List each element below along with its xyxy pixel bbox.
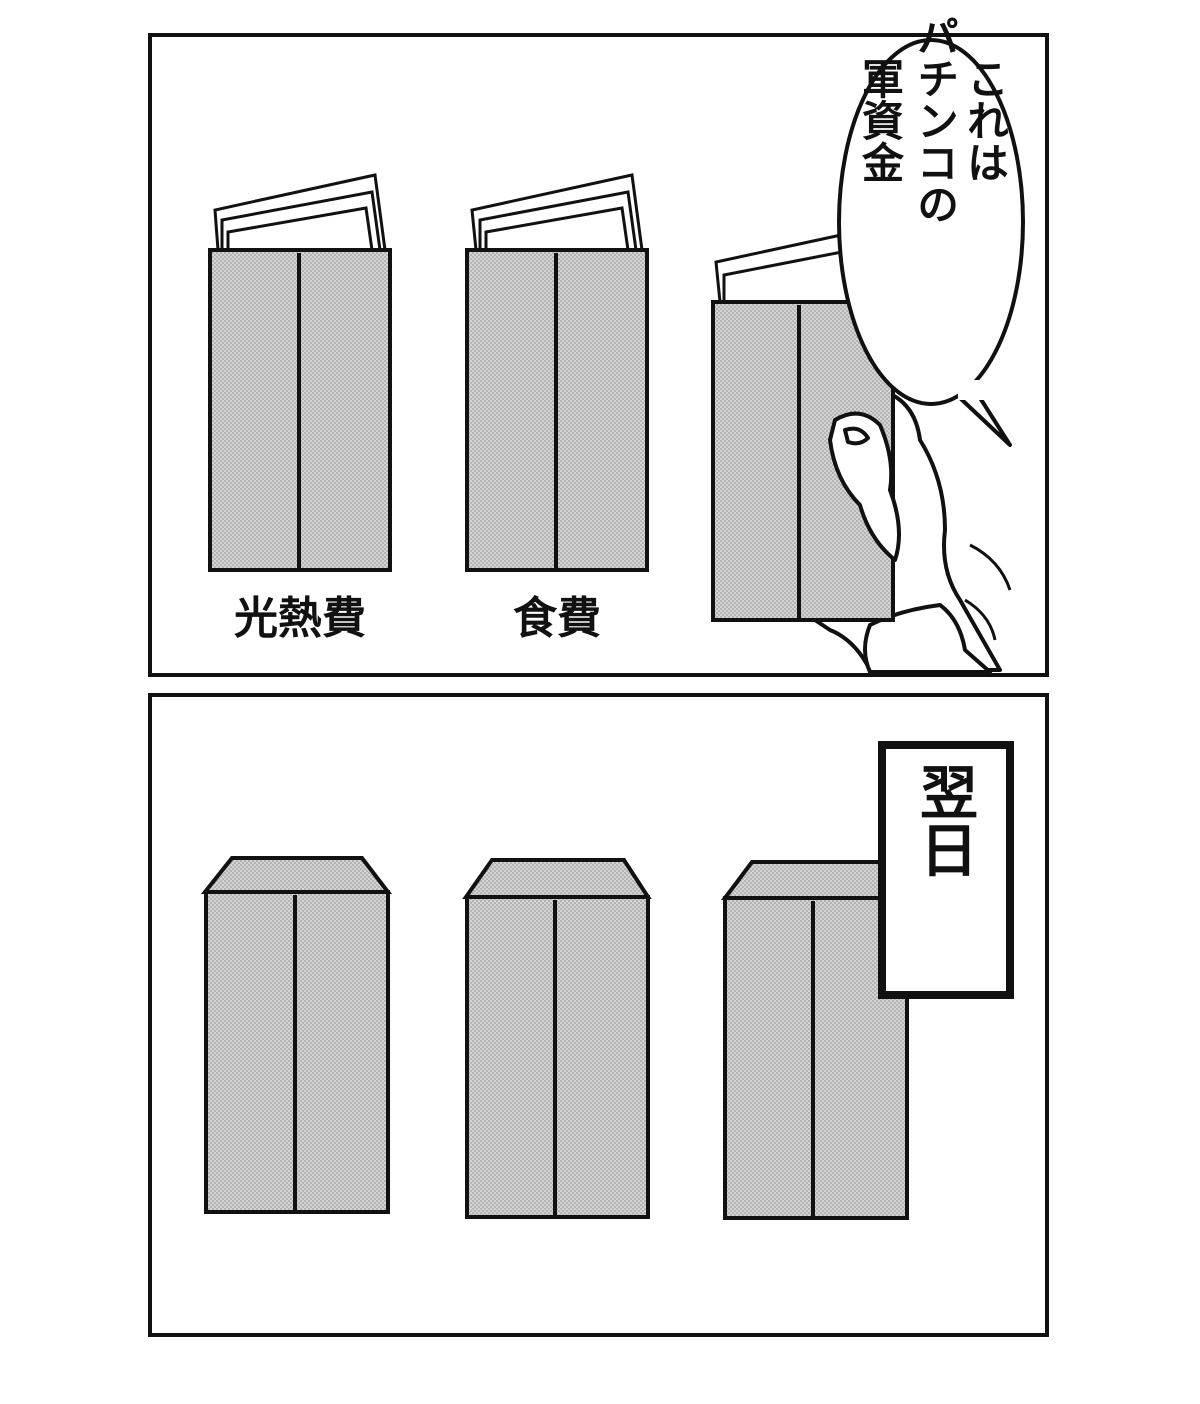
caption-text: 翌日 <box>910 762 978 878</box>
empty-envelope-1 <box>200 856 393 1214</box>
motion-lines <box>964 543 1012 641</box>
panel-1: 光熱費 食費 これは パチンコの 軍資金 <box>148 15 1049 677</box>
panel-2: 翌日 <box>148 693 1049 1337</box>
thumb <box>828 411 901 562</box>
empty-envelope-3 <box>721 860 909 1220</box>
caption-box: 翌日 <box>878 741 1014 999</box>
hand-icon <box>813 388 1002 674</box>
speech-text-column-2: パチンコの <box>911 15 960 225</box>
envelope-food <box>465 173 649 572</box>
speech-bubble: これは パチンコの 軍資金 <box>837 15 1025 447</box>
label-utilities: 光熱費 <box>234 593 366 644</box>
speech-text-column-1: これは <box>961 57 1010 183</box>
banknotes <box>470 173 644 252</box>
empty-envelope-2 <box>462 858 652 1219</box>
speech-text-column-3: 軍資金 <box>856 57 905 183</box>
envelope-utilities <box>208 173 392 572</box>
label-food: 食費 <box>513 593 601 644</box>
